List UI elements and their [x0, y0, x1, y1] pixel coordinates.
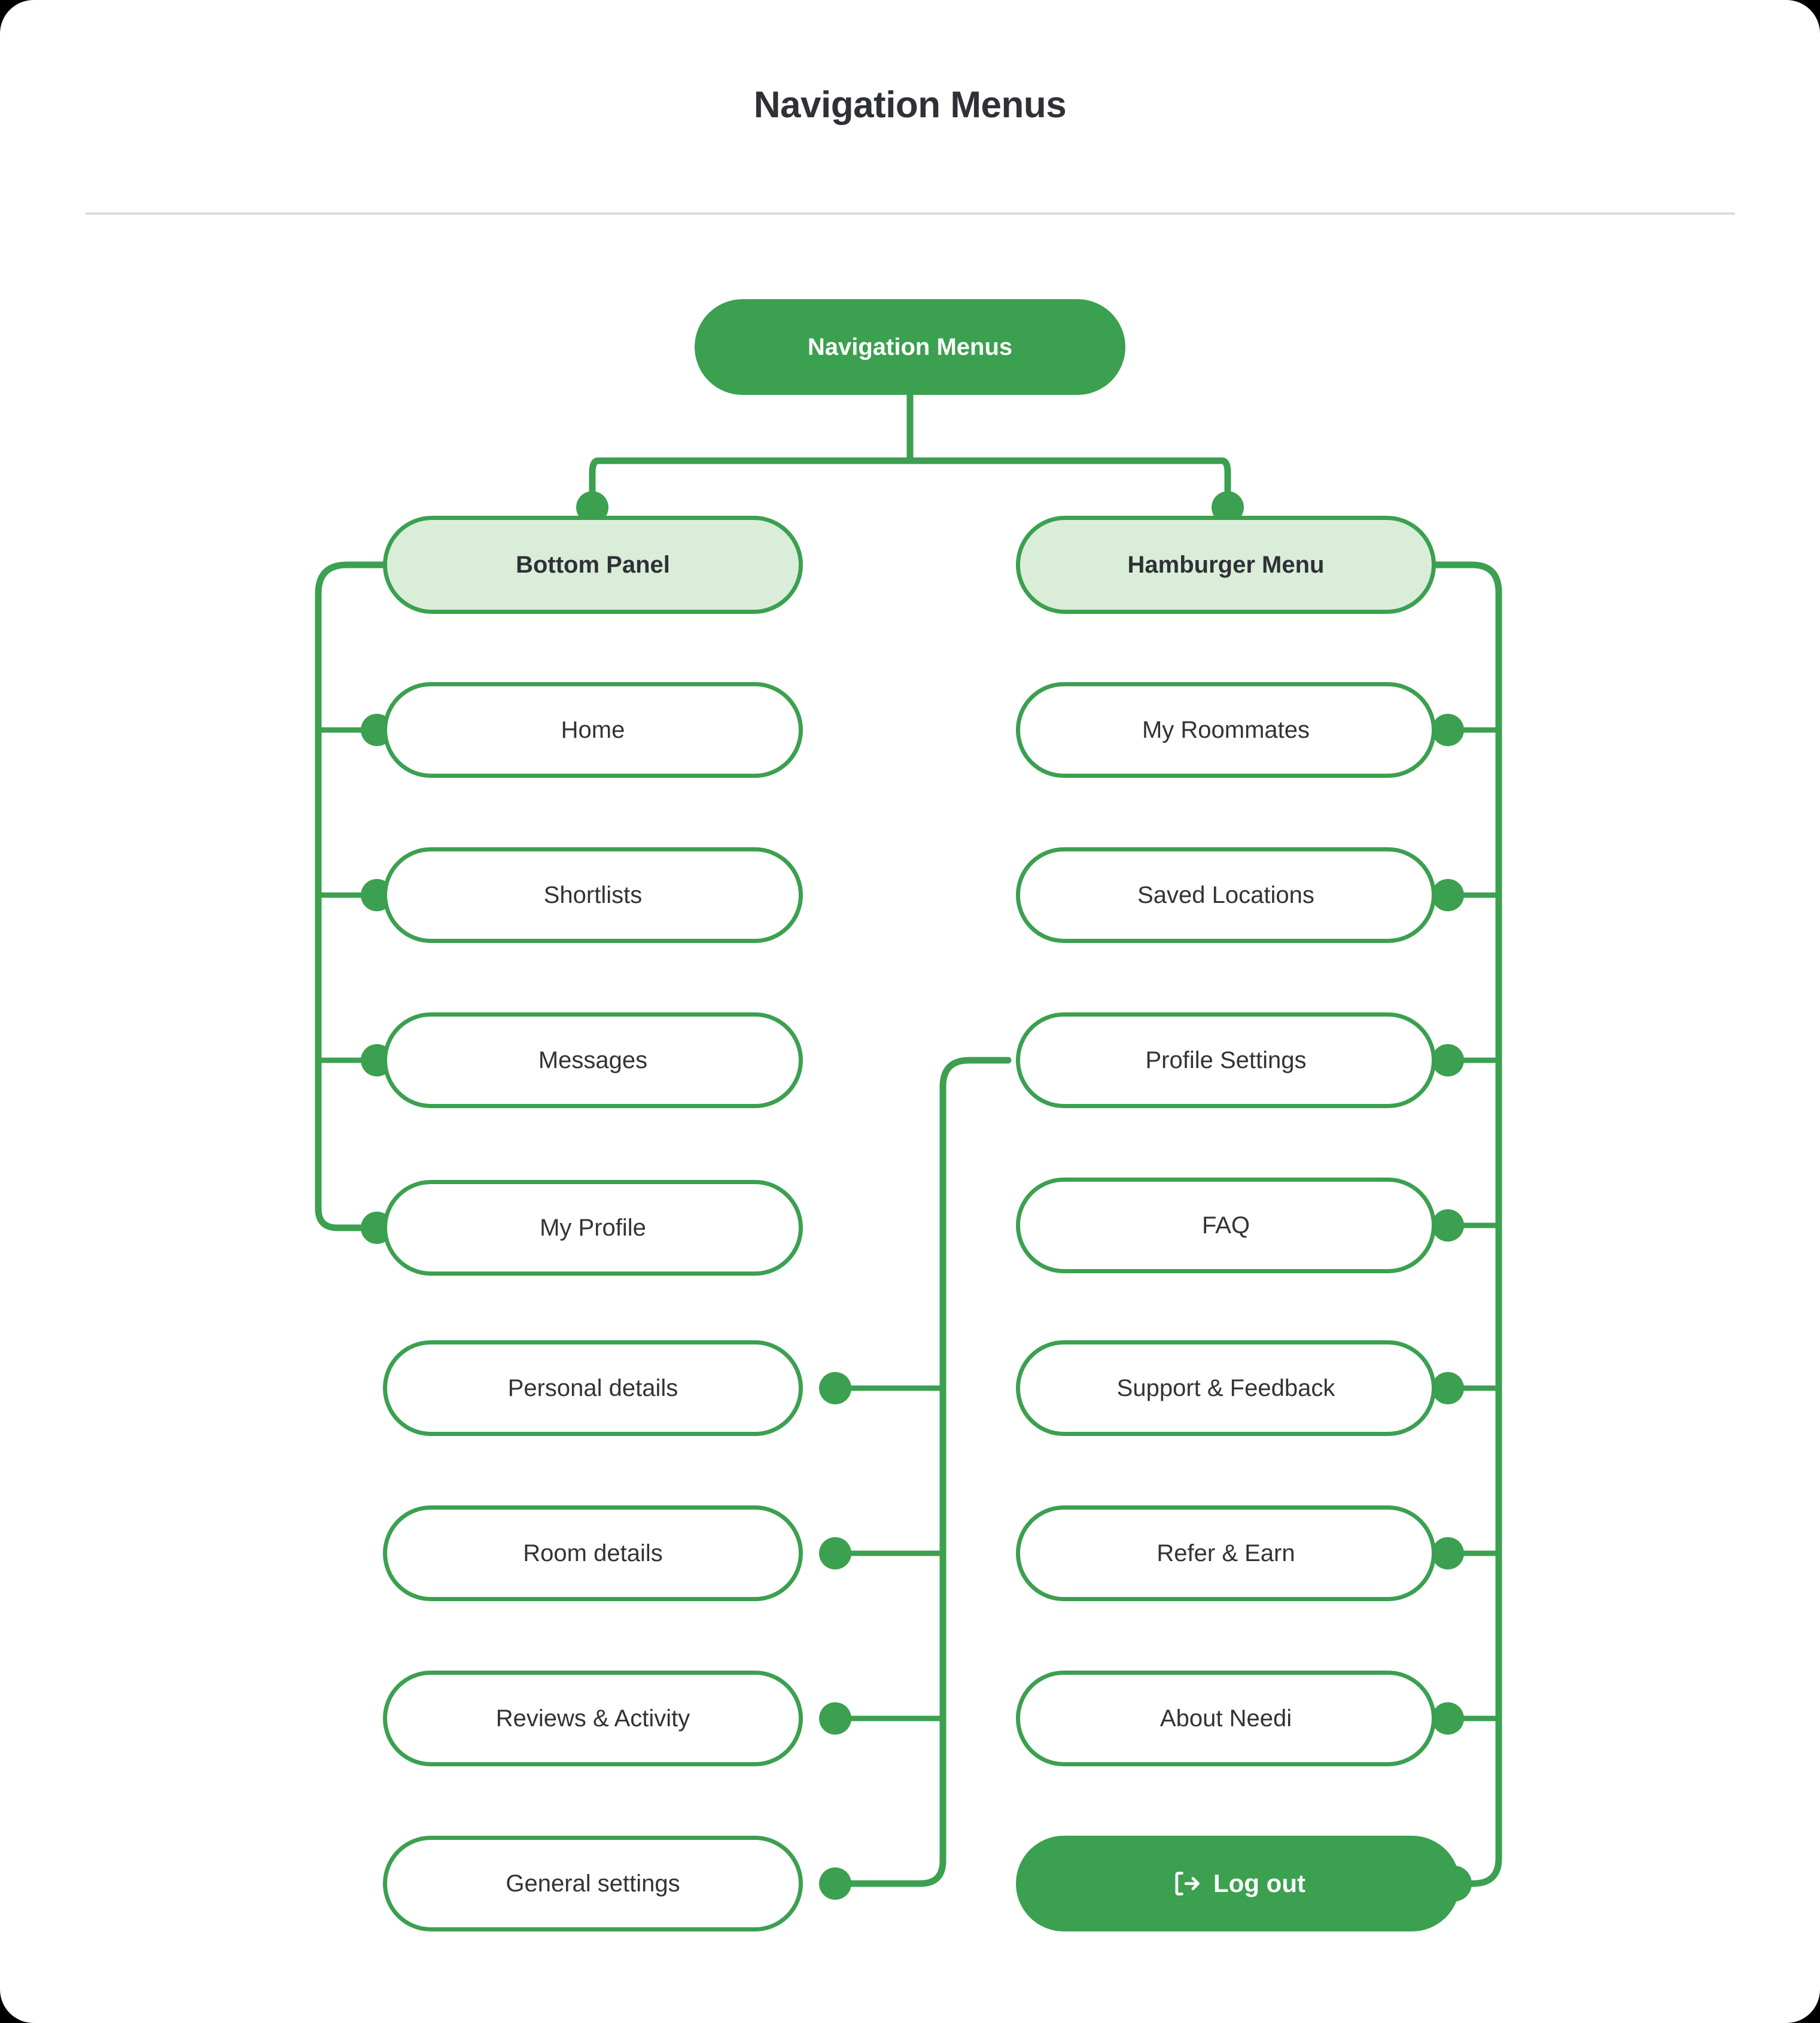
- logout-label: Log out: [1213, 1869, 1305, 1897]
- branch-node-label-hamburger-menu: Hamburger Menu: [1127, 552, 1325, 578]
- leaf-node-general-settings[interactable]: General settings: [383, 1836, 803, 1931]
- header-divider: [86, 212, 1735, 215]
- branch-node-label-bottom-panel: Bottom Panel: [516, 552, 670, 578]
- leaf-node-shortlists[interactable]: Shortlists: [383, 847, 803, 943]
- leaf-node-label: FAQ: [1201, 1212, 1250, 1239]
- root-node-navigation-menus[interactable]: Navigation Menus: [695, 299, 1125, 395]
- leaf-node-label: My Profile: [540, 1215, 646, 1241]
- leaf-node-label: Refer & Earn: [1156, 1540, 1295, 1566]
- leaf-node-label: Support & Feedback: [1116, 1375, 1335, 1401]
- leaf-node-label: Saved Locations: [1137, 882, 1314, 908]
- branch-node-bottom-panel[interactable]: Bottom Panel: [383, 516, 803, 614]
- branch-node-hamburger-menu[interactable]: Hamburger Menu: [1016, 516, 1436, 614]
- leaf-node-label: Shortlists: [543, 882, 643, 908]
- leaf-node-messages[interactable]: Messages: [383, 1012, 803, 1108]
- leaf-node-refer-earn[interactable]: Refer & Earn: [1016, 1505, 1436, 1601]
- page-title: Navigation Menus: [753, 84, 1067, 126]
- leaf-node-home[interactable]: Home: [383, 682, 803, 778]
- leaf-node-label: Home: [561, 717, 625, 743]
- leaf-node-room-details[interactable]: Room details: [383, 1505, 803, 1601]
- leaf-node-label: Personal details: [507, 1375, 678, 1401]
- leaf-node-label: About Needi: [1159, 1705, 1292, 1732]
- logout-icon: [1170, 1868, 1201, 1899]
- leaf-node-label: Messages: [538, 1047, 648, 1073]
- leaf-node-label: Room details: [523, 1540, 663, 1566]
- root-node-label: Navigation Menus: [807, 334, 1013, 360]
- leaf-node-label: My Roommates: [1142, 717, 1310, 743]
- leaf-node-label: General settings: [506, 1870, 680, 1897]
- leaf-node-personal-details[interactable]: Personal details: [383, 1340, 803, 1436]
- leaf-node-support-feedback[interactable]: Support & Feedback: [1016, 1340, 1436, 1436]
- leaf-node-saved-locations[interactable]: Saved Locations: [1016, 847, 1436, 943]
- leaf-node-profile-settings[interactable]: Profile Settings: [1016, 1012, 1436, 1108]
- leaf-node-about-needi[interactable]: About Needi: [1016, 1671, 1436, 1766]
- leaf-node-faq[interactable]: FAQ: [1016, 1178, 1436, 1273]
- leaf-node-label: Reviews & Activity: [495, 1705, 690, 1732]
- leaf-node-my-roommates[interactable]: My Roommates: [1016, 682, 1436, 778]
- leaf-node-label: Profile Settings: [1145, 1047, 1307, 1073]
- leaf-node-my-profile[interactable]: My Profile: [383, 1180, 803, 1276]
- leaf-node-reviews-activity[interactable]: Reviews & Activity: [383, 1671, 803, 1766]
- logout-button[interactable]: Log out: [1016, 1836, 1460, 1931]
